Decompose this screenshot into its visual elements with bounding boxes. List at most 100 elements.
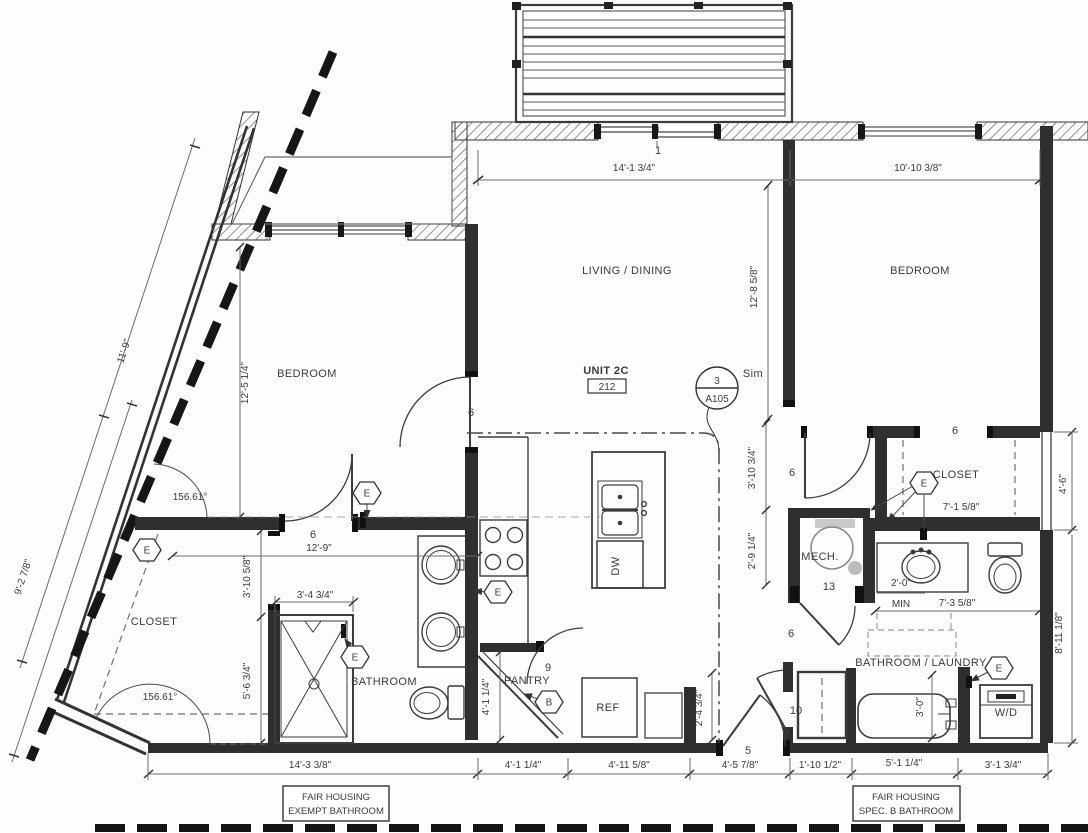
dim-living-width: 14'-1 3/4"	[613, 163, 656, 174]
deck-planks	[523, 19, 785, 111]
tag-B: B	[534, 690, 564, 714]
callout-sim: Sim	[743, 368, 763, 380]
window-jambs	[265, 124, 982, 237]
label-dishwasher: DW	[610, 556, 622, 575]
dishwasher	[596, 540, 644, 589]
note-box	[852, 785, 961, 822]
bathroom-laundry-fixtures	[796, 542, 1033, 740]
keynote-6: 6	[788, 628, 794, 640]
kitchen	[478, 436, 683, 739]
door-entry	[722, 694, 786, 747]
label-washer-dryer: W/D	[995, 707, 1018, 719]
linen-closet	[796, 670, 848, 740]
window-bedroom-right	[862, 126, 978, 132]
interior-walls	[135, 126, 1053, 753]
dim-window-right: 4'-6"	[1058, 474, 1069, 494]
toilet	[409, 685, 465, 720]
dim-bedroom-left-depth: 12'-5 1/4"	[240, 361, 251, 404]
vanity-counter	[417, 535, 467, 668]
dim-bath-right-width: 7'-3 5/8"	[939, 598, 976, 609]
keynote-1: 1	[655, 145, 661, 157]
dim-base-closet: 14'-3 3/8"	[289, 760, 332, 771]
tag-E: E	[340, 645, 370, 669]
tag-E-label: E	[495, 588, 502, 599]
dim-lav-clear-min: MIN	[892, 599, 910, 610]
dim-base-tub: 5'-1 1/4"	[886, 758, 923, 769]
water-heater	[810, 526, 854, 570]
closet-rods	[93, 440, 1016, 734]
dim-hall-upper: 3'-10 3/4"	[747, 446, 758, 489]
match-line	[25, 50, 338, 762]
keynote-6: 6	[952, 425, 958, 437]
unit-title: UNIT 2C	[583, 365, 629, 377]
cabinet	[644, 692, 683, 739]
dim-hall-lower: 2'-9 1/4"	[747, 532, 758, 569]
dim-ref-alcove: 2'-4 3/4"	[694, 689, 705, 726]
fh-specb-line2: SPEC. B BATHROOM	[859, 806, 953, 817]
fh-exempt-line1: FAIR HOUSING	[302, 792, 370, 803]
sliding-door-panel	[599, 126, 659, 133]
vanity-counter	[876, 542, 969, 593]
exterior-walls	[211, 111, 1088, 241]
floor-drain	[848, 561, 862, 575]
tag-E: E	[483, 580, 513, 604]
tag-E-label: E	[921, 479, 928, 490]
keynote-6: 6	[468, 407, 474, 419]
dim-deck-edge-upper: 11'-9"	[116, 337, 134, 364]
tag-E-label: E	[364, 489, 371, 500]
fh-specb-line1: FAIR HOUSING	[872, 792, 940, 803]
balcony-left	[231, 156, 453, 225]
doors	[284, 376, 871, 747]
bathtub	[857, 693, 957, 739]
dim-base-wd: 3'-1 3/4"	[985, 760, 1022, 771]
washer-dryer	[979, 684, 1033, 739]
dim-closet-left-lower: 5'-6 3/4"	[242, 662, 253, 699]
keynote-10: 10	[790, 705, 802, 717]
room-label-bedroom-left: BEDROOM	[277, 368, 337, 380]
callout-sheet-number: A105	[705, 394, 729, 405]
door-mech	[799, 602, 856, 646]
room-label-bathroom-laundry: BATHROOM / LAUNDRY	[855, 657, 987, 669]
deck	[512, 2, 794, 124]
dim-bedroom-right-width: 10'-10 3/8"	[894, 163, 942, 174]
room-label-bathroom: BATHROOM	[351, 676, 417, 688]
reference-tags: E E E E E E B	[132, 471, 1014, 714]
tag-E: E	[132, 538, 162, 562]
fair-housing-notes: FAIR HOUSING EXEMPT BATHROOM FAIR HOUSIN…	[282, 785, 961, 822]
tag-E: E	[352, 481, 382, 505]
dim-base-entry: 4'-5 7/8"	[722, 760, 759, 771]
tag-E-label: E	[144, 546, 151, 557]
shower	[274, 614, 354, 744]
tag-E: E	[984, 656, 1014, 680]
dim-wall-angle-upper: 156.61°	[173, 492, 208, 503]
shelf	[815, 519, 855, 528]
window-right-wall	[1041, 432, 1052, 530]
lavatory-sink	[421, 612, 465, 652]
sliding-door-panel	[655, 131, 717, 138]
dim-shower-width: 3'-4 3/4"	[297, 590, 334, 601]
dim-lav-clear: 2'-0"	[891, 578, 911, 589]
deck-posts	[512, 2, 792, 68]
label-refrigerator: REF	[596, 702, 619, 714]
unit-number: 212	[599, 382, 616, 393]
keynote-5: 5	[745, 745, 751, 757]
diagonal-walls	[25, 50, 338, 762]
dim-closet-left-upper: 3'-10 5/8"	[242, 555, 253, 598]
tag-E: E	[909, 471, 939, 495]
dim-tub-width: 3'-0"	[915, 697, 926, 717]
room-label-mech: MECH.	[801, 551, 838, 563]
tag-B-label: B	[546, 698, 553, 709]
keynote-6: 6	[310, 529, 316, 541]
toilet	[987, 542, 1023, 594]
keynote-6: 6	[789, 467, 795, 479]
door-bathroom-exempt	[284, 453, 353, 522]
mech-room	[810, 519, 862, 575]
refrigerator	[581, 677, 638, 738]
keynote-9: 9	[545, 662, 551, 674]
door-bedroom-right	[804, 432, 871, 499]
dim-base-bath: 4'-1 1/4"	[505, 760, 542, 771]
unit-number-box	[587, 378, 627, 394]
bathroom-exempt-fixtures	[274, 535, 467, 744]
room-label-living-dining: LIVING / DINING	[582, 265, 672, 277]
